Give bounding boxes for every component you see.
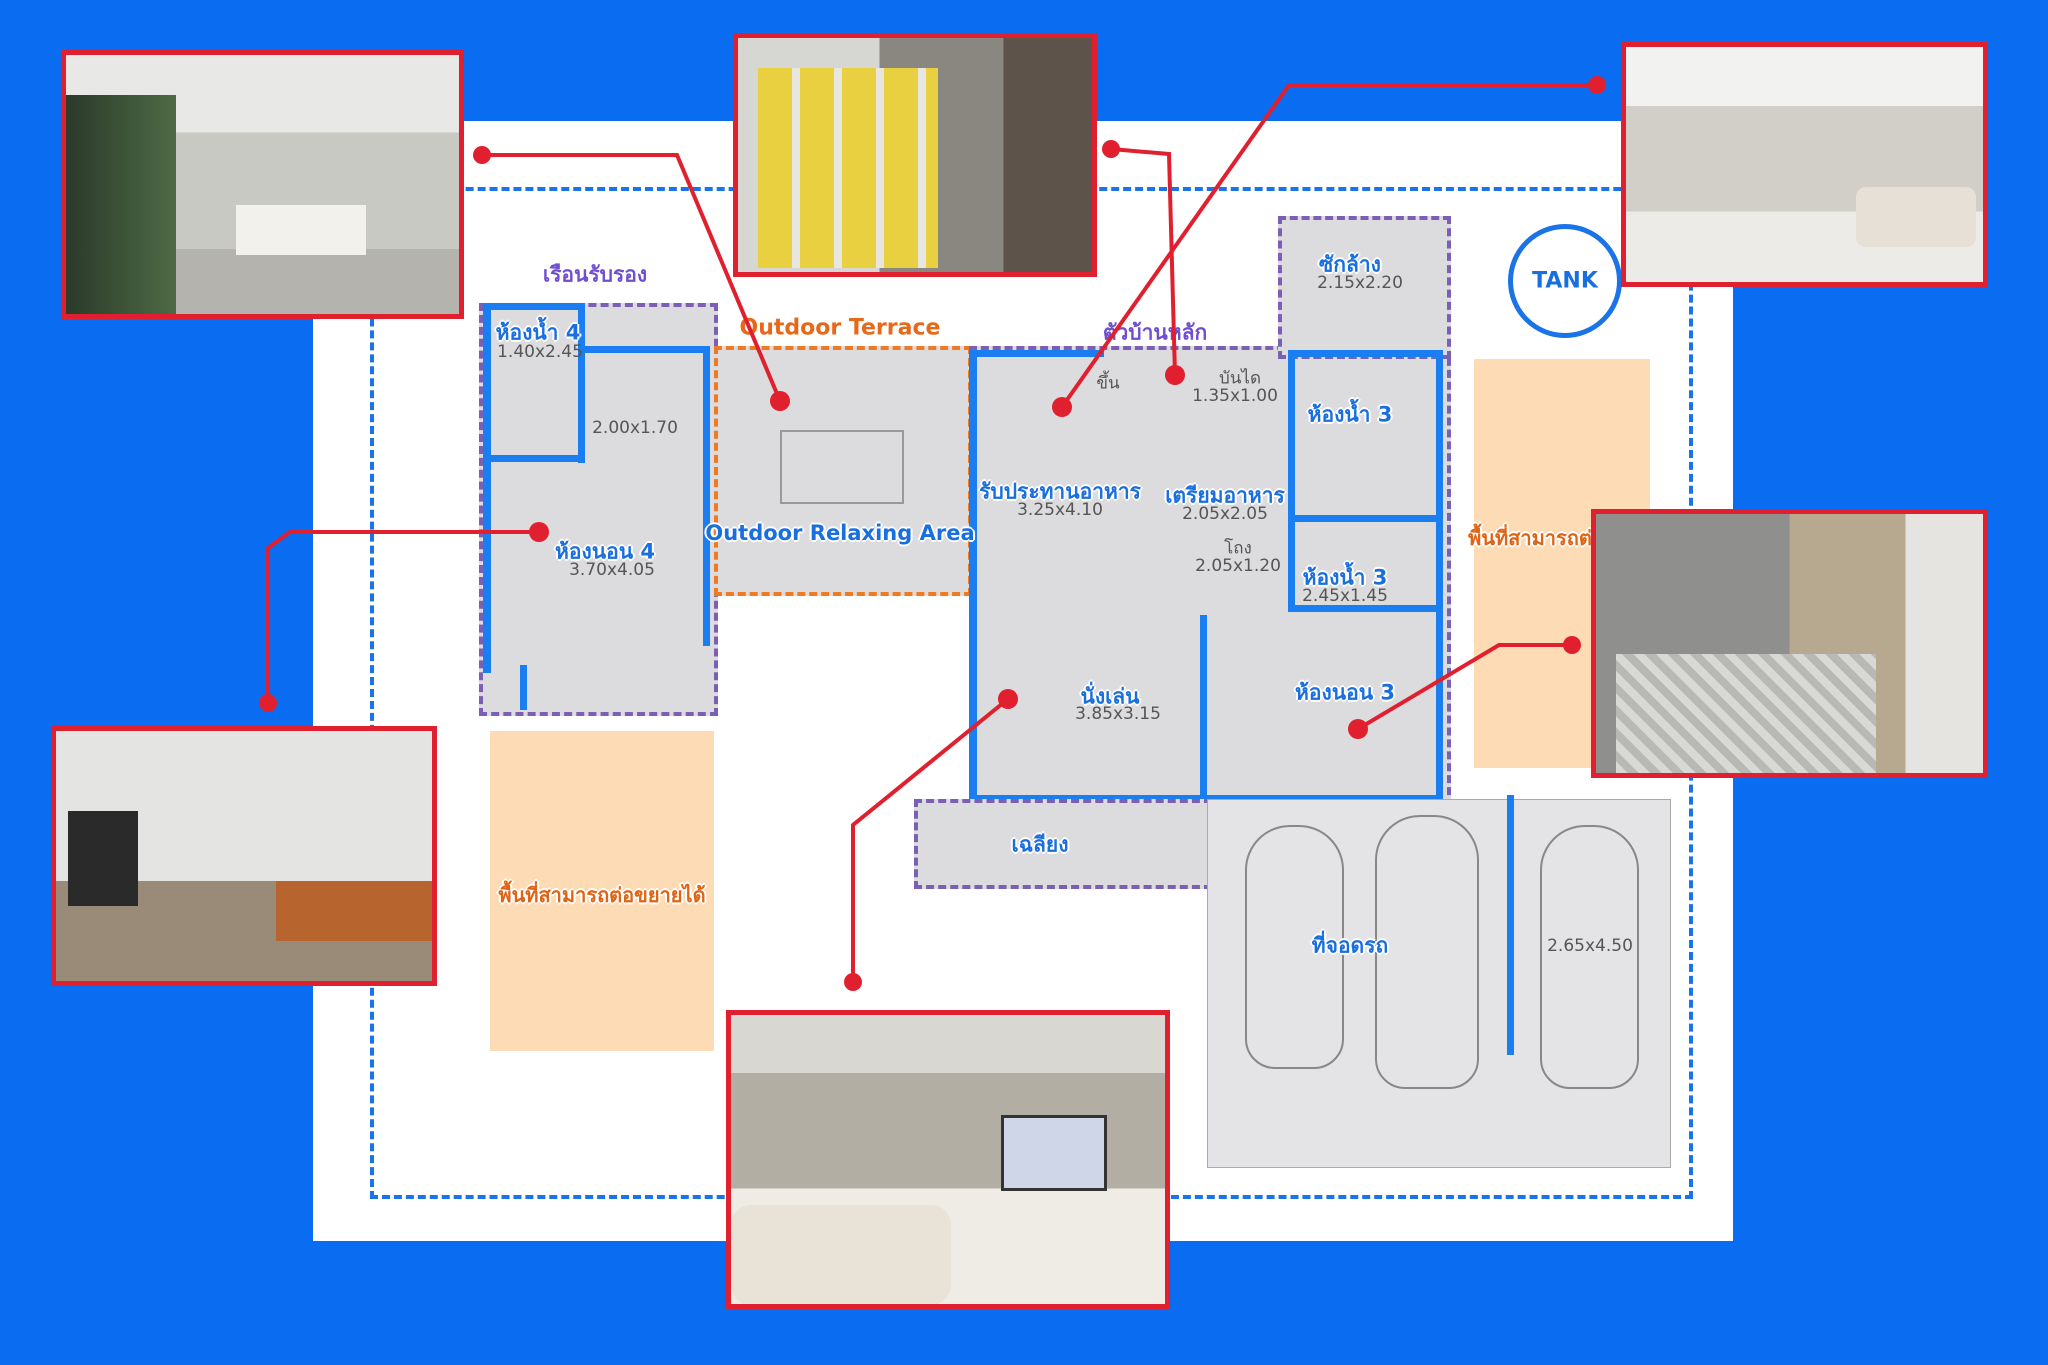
living-room-photo [1621, 42, 1988, 287]
tank-label: TANK [1532, 268, 1598, 294]
callout-line-dining [482, 153, 782, 402]
bathroom-3-label: ห้องน้ำ 3 [1307, 402, 1393, 427]
wall [483, 455, 583, 462]
callout-line-living-main [851, 697, 1010, 982]
hall-dimension: 2.05x1.20 [1195, 556, 1281, 576]
tufted-sofa [731, 1205, 951, 1304]
laundry-zone [1278, 216, 1451, 359]
outdoor-relaxing-label: Outdoor Relaxing Area [705, 521, 975, 545]
wall [1288, 605, 1443, 612]
callout-dot [1588, 76, 1606, 94]
bathroom-3b-label: ห้องน้ำ 3 [1302, 565, 1388, 590]
dining-label: รับประทานอาหาร [979, 479, 1141, 504]
car-drawing [1245, 825, 1344, 1069]
wall [703, 346, 710, 646]
dining-dimension: 3.25x4.10 [1017, 500, 1103, 520]
callout-line-bedroom-3 [1356, 643, 1572, 731]
callout-line-living-top [1060, 83, 1597, 409]
callout-dot [770, 391, 790, 411]
bedroom-3-label: ห้องนอน 3 [1295, 680, 1395, 705]
wall [969, 795, 1443, 802]
wall [1288, 350, 1295, 610]
water-tank: TANK [1508, 224, 1622, 338]
sofa-furniture [780, 430, 904, 504]
wall [578, 303, 585, 463]
sofa [1856, 187, 1976, 247]
stairs-up-label: ขึ้น [1096, 373, 1120, 394]
wall [1507, 795, 1514, 1055]
bed [1616, 654, 1876, 773]
callout-dot [473, 146, 491, 164]
wall [1200, 615, 1207, 825]
room-dimension: 2.00x1.70 [592, 418, 678, 438]
car-drawing [1540, 825, 1639, 1089]
callout-dot [844, 973, 862, 991]
wall [969, 350, 1104, 357]
callout-dot [1165, 365, 1185, 385]
wall [969, 350, 977, 795]
hall-label: โถง [1224, 538, 1252, 559]
dining-table [236, 205, 366, 255]
living-room-label: นั่งเล่น [1080, 684, 1140, 709]
car-drawing [1375, 815, 1479, 1089]
carport-dimension: 2.65x4.50 [1547, 936, 1633, 956]
outdoor-terrace-zone [714, 346, 972, 596]
expansion-area-left [490, 731, 714, 1051]
bathroom-3b-dimension: 2.45x1.45 [1302, 586, 1388, 606]
callout-dot [1563, 636, 1581, 654]
window-pane [66, 95, 176, 314]
stairs-dimension: 1.35x1.00 [1192, 386, 1278, 406]
guest-living-photo [51, 726, 437, 986]
wall [1288, 515, 1443, 522]
stairs-label: บันได [1218, 368, 1262, 389]
callout-dot [998, 689, 1018, 709]
callout-dot [1102, 140, 1120, 158]
bedroom-4-label: ห้องนอน 4 [555, 539, 655, 564]
expansion-area-right-label: พื้นที่สามารถต่ [1468, 526, 1592, 550]
lit-cabinet [758, 68, 938, 268]
callout-line-bedroom-4 [266, 530, 539, 703]
living-room-dimension: 3.85x3.15 [1075, 704, 1161, 724]
kitchen-prep-dimension: 2.05x2.05 [1182, 504, 1268, 524]
main-house-zone [969, 346, 1451, 807]
porch-label: เฉลียง [1011, 832, 1069, 857]
wall [483, 303, 491, 673]
bedroom-4-dimension: 3.70x4.05 [569, 560, 655, 580]
outdoor-terrace-label: Outdoor Terrace [739, 315, 941, 341]
kitchen-prep-label: เตรียมอาหาร [1165, 483, 1285, 508]
callout-dot [1348, 719, 1368, 739]
laundry-label: ซักล้าง [1319, 252, 1381, 277]
bathroom-4-label: ห้องน้ำ 4 [495, 320, 581, 345]
wall [1288, 350, 1443, 357]
callout-dot [529, 522, 549, 542]
guest-house-label: เรือนรับรอง [542, 262, 648, 287]
leather-sofa [276, 881, 432, 941]
bathroom-4-dimension: 1.40x2.45 [497, 342, 583, 362]
callout-dot [259, 694, 277, 712]
callout-dot [1052, 397, 1072, 417]
television [1001, 1115, 1107, 1191]
wall [520, 665, 527, 710]
expansion-area-left-label: พื้นที่สามารถต่อขยายได้ [498, 883, 706, 907]
dining-room-photo [61, 50, 464, 319]
callout-line-stairs [1110, 147, 1177, 376]
carport-label: ที่จอดรถ [1311, 933, 1389, 958]
wall [578, 346, 708, 353]
laundry-dimension: 2.15x2.20 [1317, 273, 1403, 293]
wall [1436, 350, 1443, 800]
bedroom-photo [1591, 509, 1988, 778]
staircase-cabinet-photo [733, 33, 1097, 277]
wall [483, 303, 583, 310]
main-living-photo [726, 1010, 1170, 1309]
television [68, 811, 138, 906]
